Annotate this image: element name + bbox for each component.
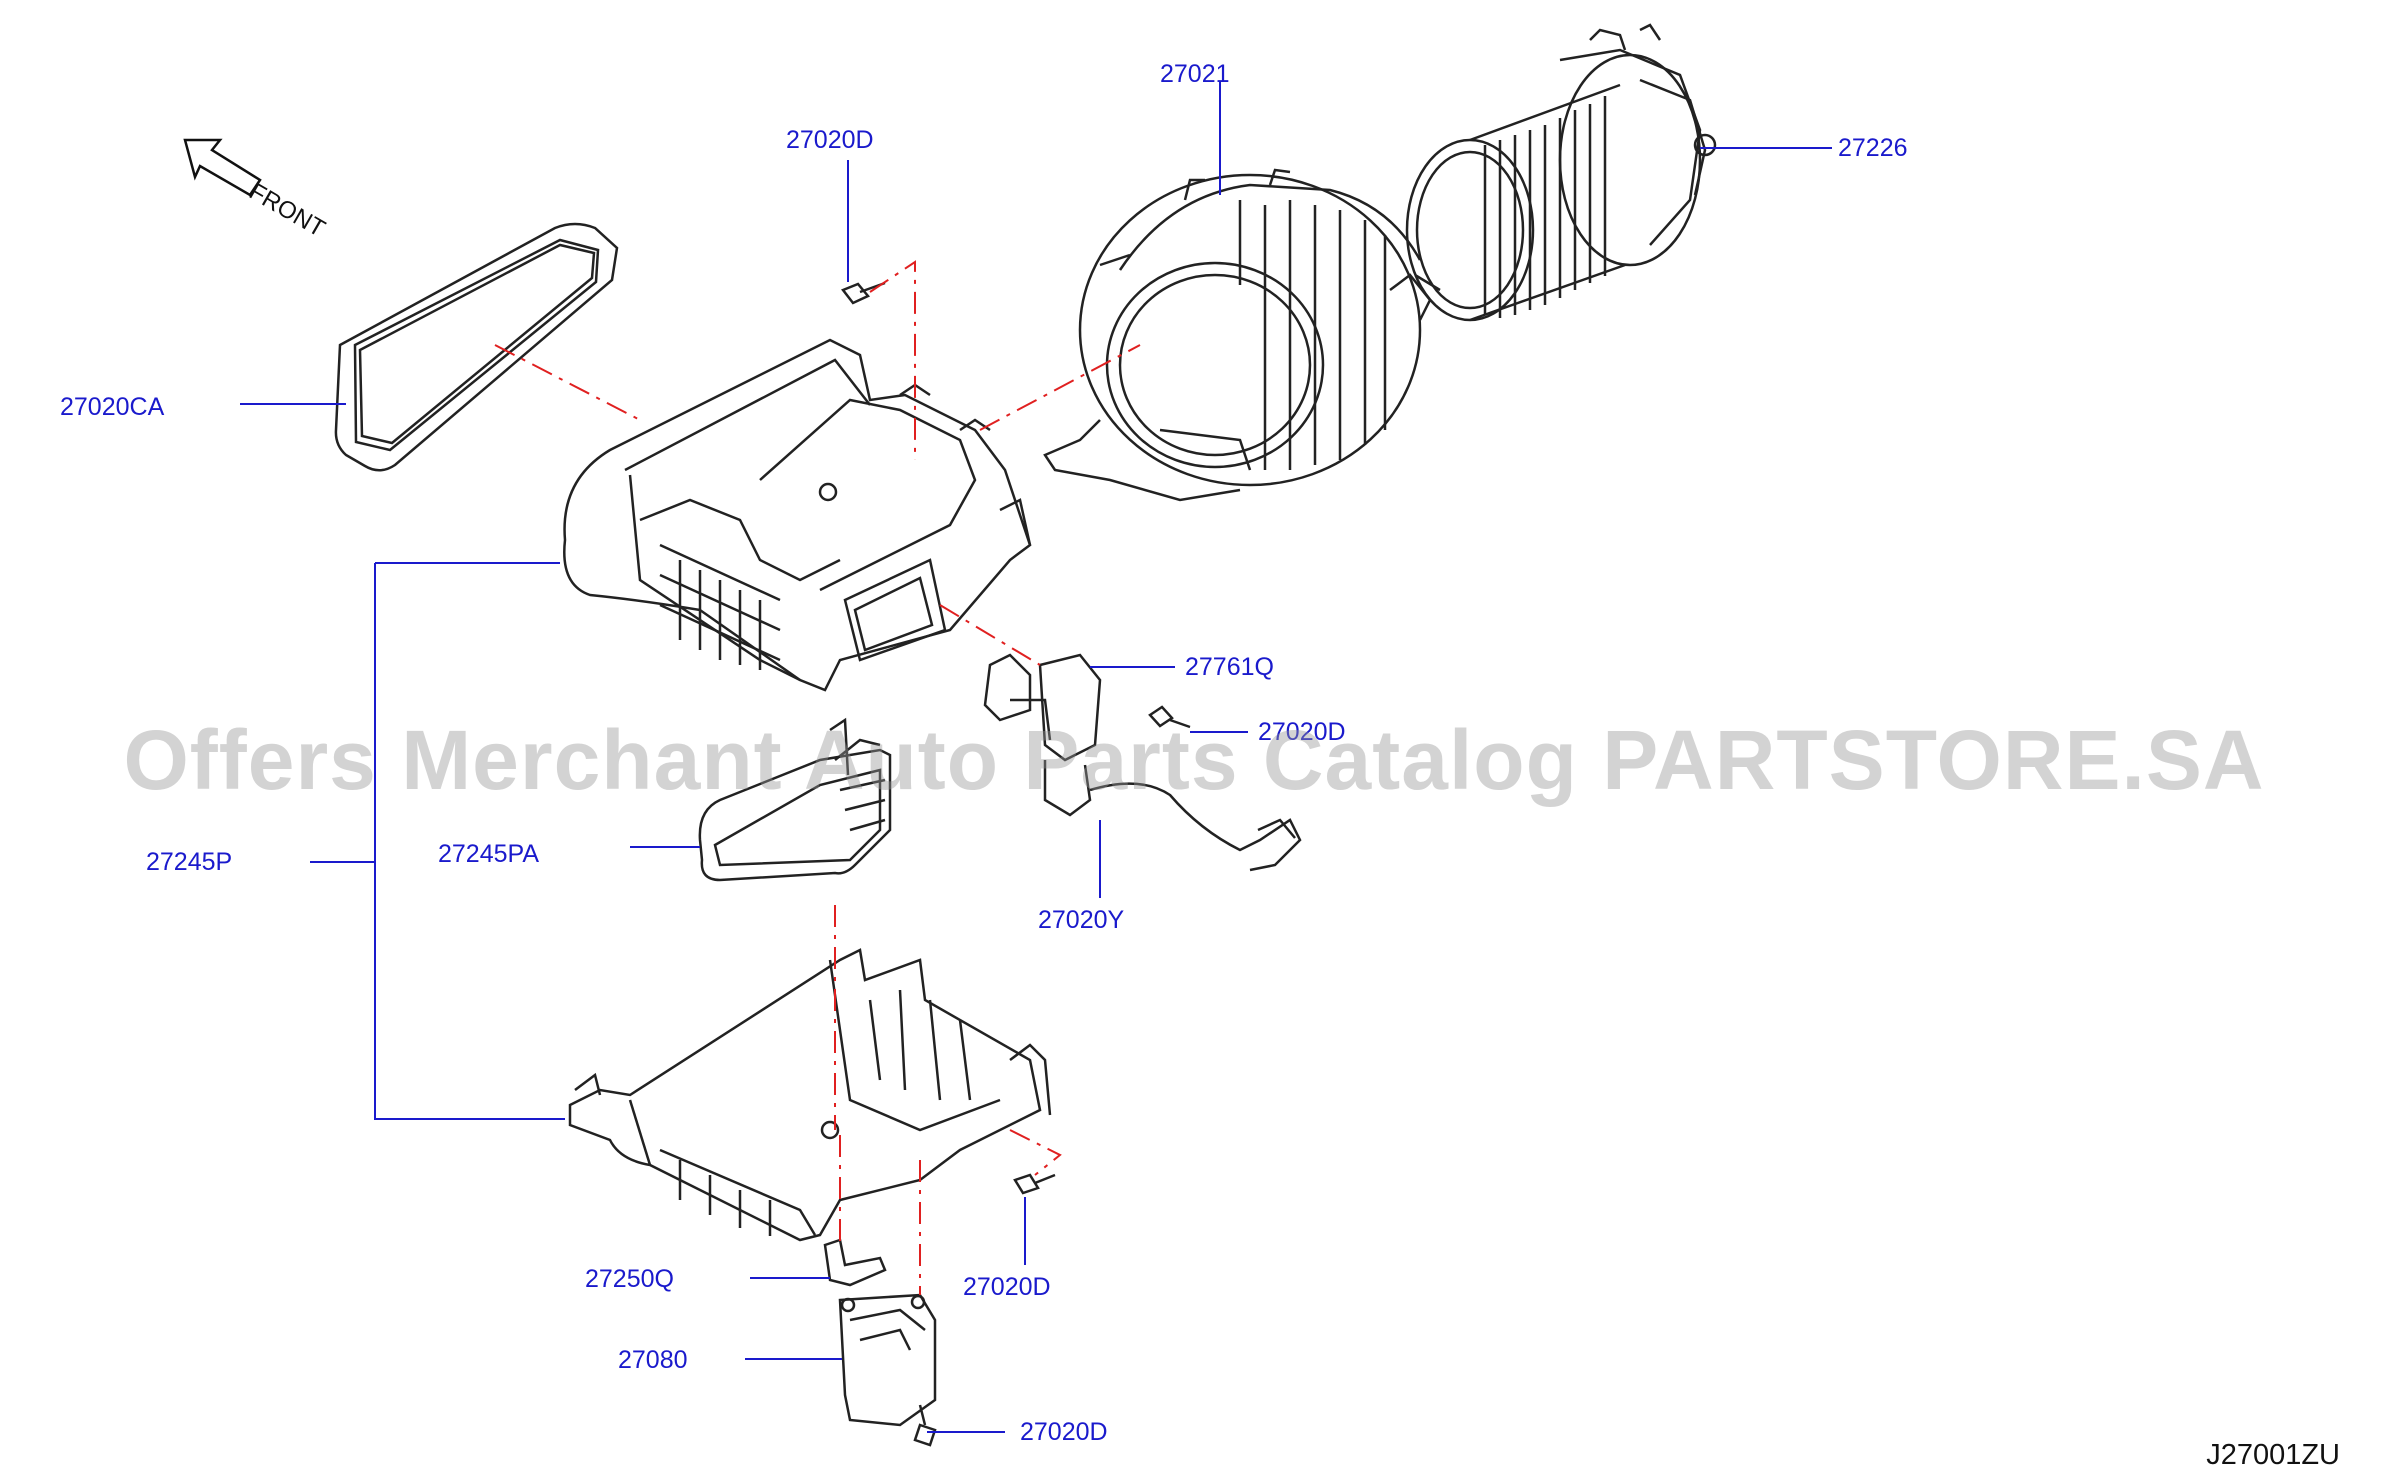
- blower-motor-27226: [1405, 23, 1717, 322]
- callout-27020ca[interactable]: 27020CA: [60, 393, 165, 421]
- callout-27020d-top[interactable]: 27020D: [786, 126, 874, 154]
- resistor-27761q: [983, 653, 1302, 872]
- diagram-code: J27001ZU: [2206, 1439, 2340, 1471]
- leader-lines: [240, 82, 1832, 1433]
- callout-27021[interactable]: 27021: [1160, 60, 1230, 88]
- callout-27020d-low[interactable]: 27020D: [963, 1273, 1051, 1301]
- callout-27080[interactable]: 27080: [618, 1346, 688, 1374]
- callout-27020y[interactable]: 27020Y: [1038, 906, 1125, 934]
- callout-27020d-bottom[interactable]: 27020D: [1020, 1418, 1108, 1446]
- front-arrow-icon: [183, 138, 262, 197]
- screw-icons: [841, 281, 1191, 1447]
- alignment-lines: [494, 260, 1141, 1295]
- callout-27245p[interactable]: 27245P: [146, 848, 233, 876]
- callout-27250q[interactable]: 27250Q: [585, 1265, 674, 1293]
- actuator-27080: [823, 1238, 937, 1427]
- filter-door-27245pa: [698, 717, 892, 882]
- callout-27020d-mid[interactable]: 27020D: [1258, 718, 1346, 746]
- callout-27226[interactable]: 27226: [1838, 134, 1908, 162]
- gasket-27020ca: [334, 222, 619, 472]
- blower-housing-27021: [1043, 168, 1441, 502]
- upper-housing: [563, 338, 1032, 692]
- lower-housing: [568, 948, 1052, 1242]
- callout-27245pa[interactable]: 27245PA: [438, 840, 540, 868]
- callout-27761q[interactable]: 27761Q: [1185, 653, 1274, 681]
